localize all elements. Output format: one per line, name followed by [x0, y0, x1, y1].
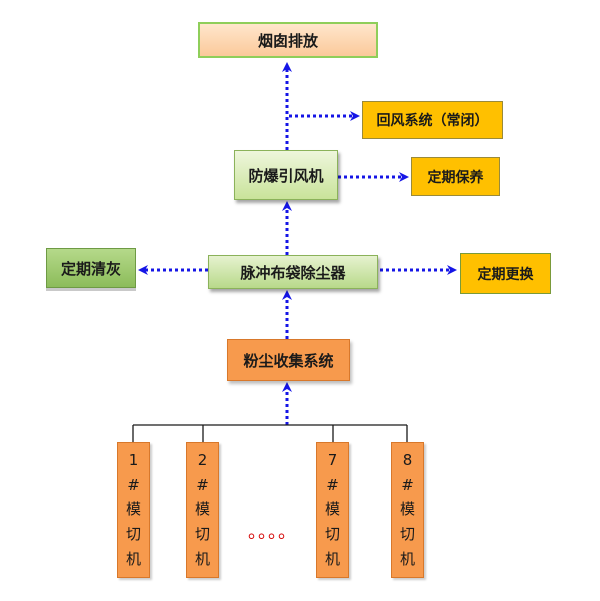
node-collector: 脉冲布袋除尘器	[208, 255, 378, 289]
node-clean-label: 定期清灰	[60, 259, 121, 278]
node-replace-label: 定期更换	[477, 266, 534, 283]
machine-char: 模	[194, 500, 210, 519]
machine-hash: #	[326, 475, 339, 494]
machine-8: 8 # 模 切 机	[391, 442, 424, 578]
node-collector-label: 脉冲布袋除尘器	[240, 263, 346, 282]
node-maintenance-label: 定期保养	[427, 169, 484, 186]
machine-num: 1	[128, 450, 139, 469]
machine-char: 模	[324, 500, 340, 519]
machine-num: 7	[327, 450, 338, 469]
machine-hash: #	[401, 475, 414, 494]
node-maintenance: 定期保养	[411, 157, 500, 196]
machine-num: 8	[402, 450, 413, 469]
machine-char: 机	[399, 550, 415, 569]
node-return-air-label: 回风系统（常闭）	[376, 113, 489, 129]
ellipsis: 。。。。	[248, 522, 297, 543]
node-dust-collection: 粉尘收集系统	[227, 339, 350, 381]
node-exhaust-label: 烟囱排放	[257, 31, 318, 50]
node-dust-collection-label: 粉尘收集系统	[243, 351, 334, 370]
machine-char: 切	[125, 525, 141, 544]
machine-char: 机	[194, 550, 210, 569]
node-fan-label: 防爆引风机	[248, 166, 324, 185]
machine-2: 2 # 模 切 机	[186, 442, 219, 578]
machine-7: 7 # 模 切 机	[316, 442, 349, 578]
node-clean: 定期清灰	[46, 248, 136, 288]
machine-char: 模	[125, 500, 141, 519]
machine-hash: #	[127, 475, 140, 494]
node-fan: 防爆引风机	[234, 150, 338, 200]
machine-num: 2	[197, 450, 208, 469]
machine-char: 机	[125, 550, 141, 569]
node-return-air: 回风系统（常闭）	[362, 101, 503, 139]
node-exhaust: 烟囱排放	[198, 22, 378, 58]
machine-char: 模	[399, 500, 415, 519]
machine-char: 切	[194, 525, 210, 544]
machine-char: 切	[399, 525, 415, 544]
machine-hash: #	[196, 475, 209, 494]
node-replace: 定期更换	[460, 253, 551, 294]
machine-char: 切	[324, 525, 340, 544]
machine-1: 1 # 模 切 机	[117, 442, 150, 578]
machine-char: 机	[324, 550, 340, 569]
